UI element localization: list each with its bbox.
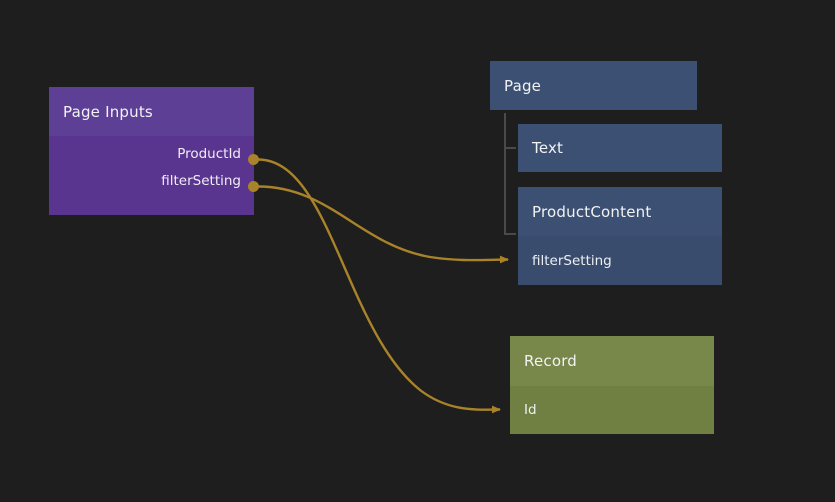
input-row-filtersetting[interactable]: filterSetting: [518, 236, 722, 285]
node-page-title: Page: [490, 61, 697, 110]
node-product-content-title: ProductContent: [518, 187, 722, 236]
tree-connector-branch-productcontent: [504, 233, 516, 235]
tree-connector-branch-text: [504, 147, 516, 149]
edge-productid-to-record-id: [257, 158, 501, 414]
node-page-inputs-body: ProductId filterSetting: [49, 136, 254, 215]
node-page-inputs[interactable]: Page Inputs ProductId filterSetting: [49, 87, 254, 215]
port-dot-productid[interactable]: [248, 154, 259, 165]
node-product-content[interactable]: ProductContent filterSetting: [518, 187, 722, 285]
node-text[interactable]: Text: [518, 124, 722, 172]
node-page[interactable]: Page: [490, 61, 697, 110]
edge-filtersetting-to-productcontent: [257, 185, 509, 264]
tree-connector-vertical: [504, 113, 506, 235]
input-row-id[interactable]: Id: [510, 386, 714, 434]
node-record[interactable]: Record Id: [510, 336, 714, 434]
port-dot-filtersetting[interactable]: [248, 181, 259, 192]
node-text-title: Text: [518, 124, 722, 172]
node-record-title: Record: [510, 336, 714, 386]
node-page-inputs-title: Page Inputs: [49, 87, 254, 136]
output-port-filtersetting[interactable]: filterSetting: [161, 172, 241, 189]
output-port-productid[interactable]: ProductId: [177, 145, 241, 162]
